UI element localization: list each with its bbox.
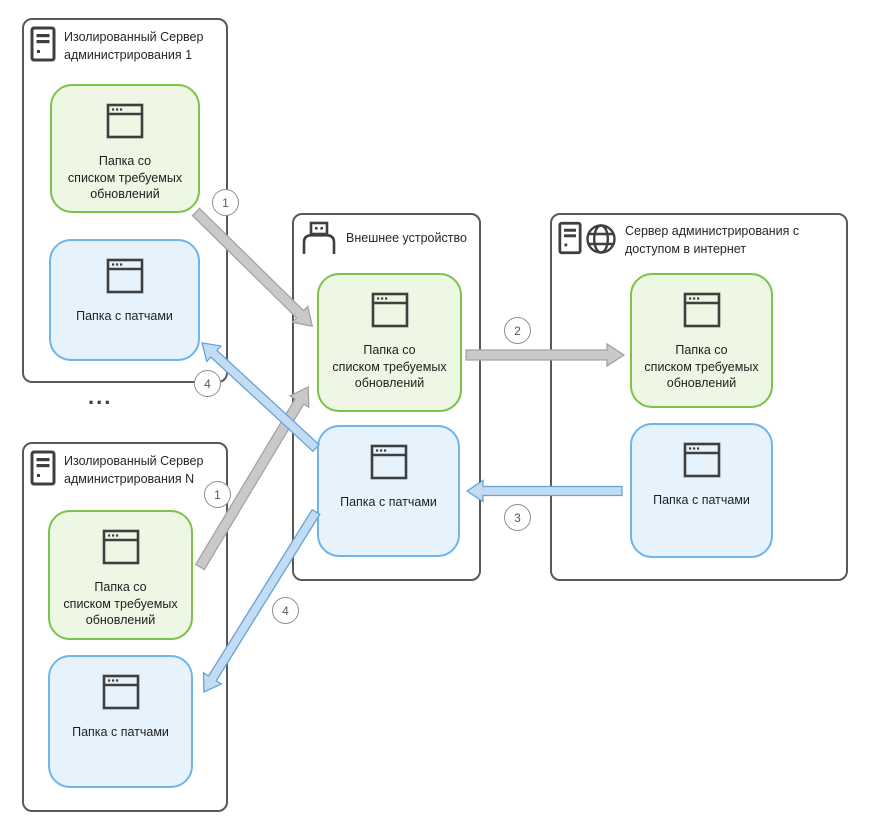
step-badge-3: 3 xyxy=(504,504,531,531)
step-badge-1: 1 xyxy=(212,189,239,216)
folder-label: Папка с патчами xyxy=(340,495,437,509)
window-icon xyxy=(370,444,408,485)
box-title: Изолированный Сервер администрирования N xyxy=(64,454,204,486)
box-header-internet: Сервер администрирования с доступом в ин… xyxy=(558,221,799,260)
external-device-group: Внешнее устройство Папка со списком треб… xyxy=(292,213,481,581)
usb-drive-icon xyxy=(300,221,338,260)
server-group-iso1: Изолированный Сервер администрирования 1… xyxy=(22,18,228,383)
folder-label: Папка со списком требуемых обновлений xyxy=(67,154,183,201)
window-icon xyxy=(683,442,721,483)
window-icon xyxy=(102,529,140,570)
window-icon xyxy=(683,292,721,333)
box-title: Сервер администрирования с доступом в ин… xyxy=(625,224,800,256)
updates-folder-isoN: Папка со списком требуемых обновлений xyxy=(48,510,193,640)
step-badge-4: 4 xyxy=(272,597,299,624)
window-icon xyxy=(102,674,140,715)
folder-label: Папка со списком требуемых обновлений xyxy=(63,580,178,627)
server-icon xyxy=(558,221,582,260)
ellipsis: ... xyxy=(88,384,113,409)
folder-label: Папка со списком требуемых обновлений xyxy=(644,343,759,390)
box-title: Изолированный Сервер администрирования 1 xyxy=(64,30,204,62)
patches-folder-external: Папка с патчами xyxy=(317,425,460,557)
box-title: Внешнее устройство xyxy=(346,231,467,245)
updates-folder-iso1: Папка со списком требуемых обновлений xyxy=(50,84,200,213)
internet-server-group: Сервер администрирования с доступом в ин… xyxy=(550,213,848,581)
box-header-isoN: Изолированный Сервер администрирования N xyxy=(30,450,203,491)
step-badge-4: 4 xyxy=(194,370,221,397)
box-header-external: Внешнее устройство xyxy=(300,221,467,260)
step-badge-1: 1 xyxy=(204,481,231,508)
patches-folder-isoN: Папка с патчами xyxy=(48,655,193,788)
box-header-iso1: Изолированный Сервер администрирования 1 xyxy=(30,26,203,67)
globe-icon xyxy=(585,223,617,260)
patches-folder-iso1: Папка с патчами xyxy=(49,239,200,361)
updates-folder-internet: Папка со списком требуемых обновлений xyxy=(630,273,773,408)
server-icon xyxy=(30,26,56,67)
folder-label: Папка со списком требуемых обновлений xyxy=(332,343,447,390)
folder-label: Папка с патчами xyxy=(653,493,750,507)
window-icon xyxy=(106,258,144,299)
step-badge-2: 2 xyxy=(504,317,531,344)
server-icon xyxy=(30,450,56,491)
folder-label: Папка с патчами xyxy=(76,309,173,323)
window-icon xyxy=(371,292,409,333)
folder-label: Папка с патчами xyxy=(72,725,169,739)
server-group-isoN: Изолированный Сервер администрирования N… xyxy=(22,442,228,812)
patches-folder-internet: Папка с патчами xyxy=(630,423,773,558)
window-icon xyxy=(106,103,144,144)
updates-folder-external: Папка со списком требуемых обновлений xyxy=(317,273,462,412)
